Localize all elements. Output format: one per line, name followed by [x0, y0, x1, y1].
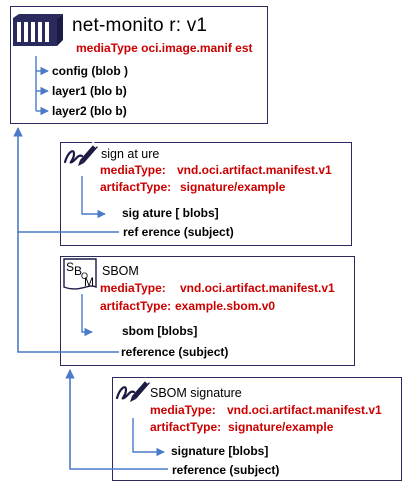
sbom-media-type-key: mediaType:: [100, 281, 166, 295]
sbom-media-type-value: vnd.oci.artifact.manifest.v1: [180, 281, 335, 295]
manifest-item-layer1: layer1 (blo b): [52, 84, 127, 98]
sbom-box: [60, 256, 355, 366]
sbom-signature-blobs: signature [blobs]: [171, 444, 269, 458]
manifest-title: net-monito r: v1: [72, 15, 208, 36]
signature-artifact-type-value: signature/example: [180, 180, 286, 194]
sbom-artifact-type-key: artifactType:: [100, 299, 172, 313]
sbom-signature-title: SBOM signature: [150, 386, 242, 400]
pen-signature-icon: [63, 141, 98, 166]
sbom-title: SBOM: [102, 264, 139, 278]
sbom-blobs-connector: [81, 294, 93, 337]
sbom-signature-reference-arrow: [65, 369, 168, 470]
sbom-signature-artifact-type-value: signature/example: [228, 420, 334, 434]
manifest-item-connectors: [35, 56, 49, 116]
signature-box: [60, 142, 352, 246]
manifest-item-config: config (blob ): [52, 64, 128, 78]
sbom-signature-pen-icon: [115, 377, 150, 402]
signature-media-type-value: vnd.oci.artifact.manifest.v1: [177, 163, 332, 177]
signature-media-type-key: mediaType:: [100, 163, 166, 177]
sbom-icon-letter-m: M: [84, 275, 94, 289]
sbom-reference-line: [17, 232, 119, 353]
sbom-icon-letter-o: O: [81, 271, 88, 281]
sbom-reference: reference (subject): [121, 345, 229, 359]
sbom-document-icon: S B O M: [63, 258, 97, 290]
signature-artifact-type-key: artifactType:: [100, 180, 172, 194]
signature-blobs: sig ature [ blobs]: [122, 206, 219, 220]
sbom-artifact-type-value: example.sbom.v0: [175, 299, 276, 313]
sbom-icon-letter-b: B: [74, 264, 82, 278]
sbom-signature-box: [112, 377, 402, 481]
sbom-signature-media-type-value: vnd.oci.artifact.manifest.v1: [227, 403, 382, 417]
sbom-signature-media-type-key: mediaType:: [150, 403, 216, 417]
signature-blobs-connector: [81, 176, 106, 219]
container-icon: [13, 14, 63, 46]
sbom-signature-artifact-type-key: artifactType:: [150, 420, 222, 434]
manifest-item-layer2: layer2 (blo b): [52, 104, 127, 118]
sbom-signature-reference: reference (subject): [172, 463, 280, 477]
signature-reference: ref erence (subject): [123, 225, 234, 239]
sbom-blobs: sbom [blobs]: [122, 324, 198, 338]
sbom-signature-blobs-connector: [132, 418, 165, 457]
signature-title: sign at ure: [101, 147, 160, 161]
manifest-media-type: mediaType oci.image.manif est: [76, 41, 253, 55]
sbom-icon-letter-s: S: [66, 260, 74, 274]
